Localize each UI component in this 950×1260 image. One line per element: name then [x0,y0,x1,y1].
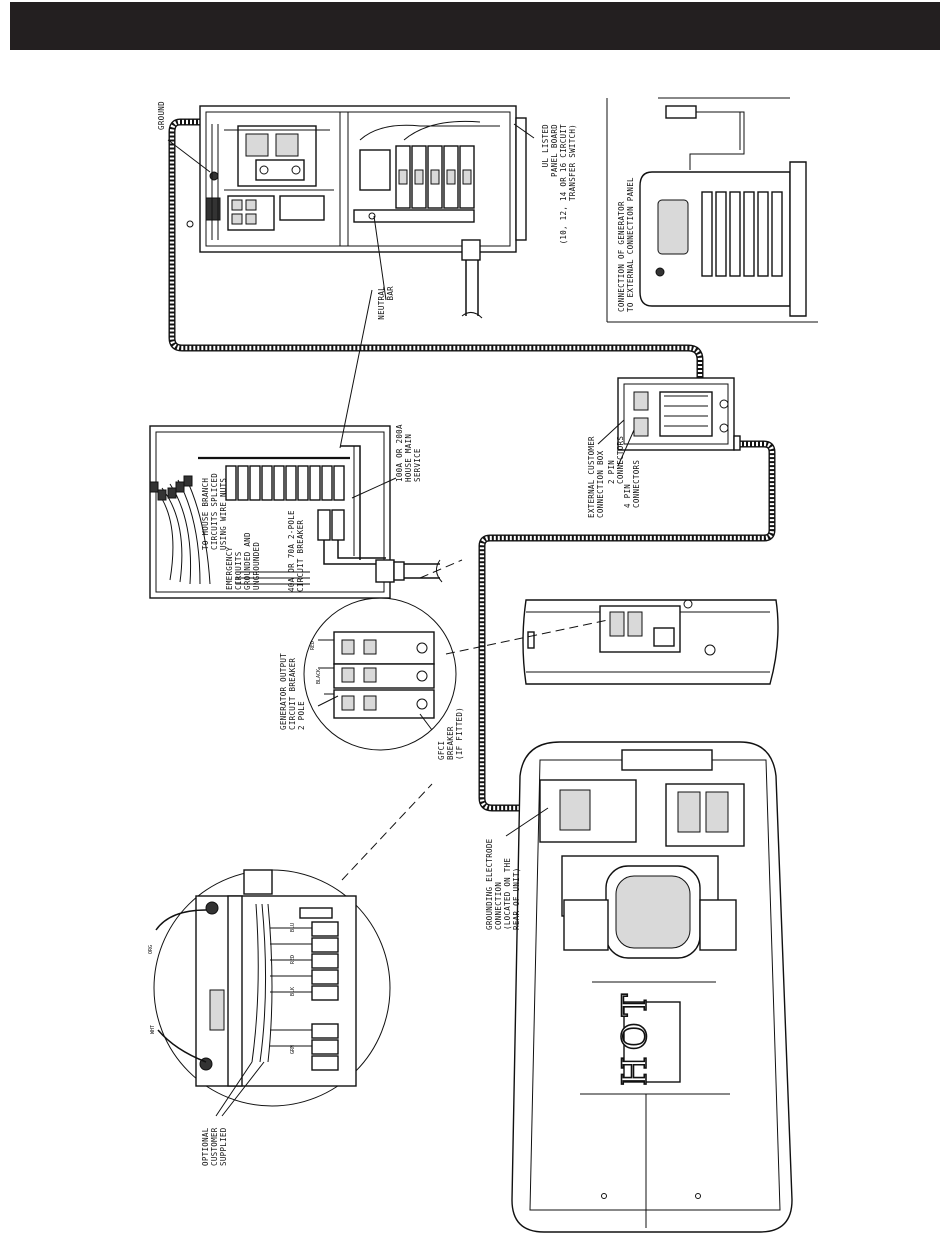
svg-text:2 POLE: 2 POLE [297,701,306,730]
breaker-detail [303,597,457,751]
optional-label: OPTIONAL CUSTOMER SUPPLIED [201,1127,228,1166]
svg-text:(10, 12, 14 OR 16 CIRCUIT: (10, 12, 14 OR 16 CIRCUIT [559,124,568,245]
svg-text:GRN: GRN [290,1045,296,1054]
ground-label: GROUND [157,101,166,130]
svg-text:UL LISTED: UL LISTED [541,124,550,168]
svg-text:TRANSFER SWITCH): TRANSFER SWITCH) [568,124,577,201]
svg-text:EMERGENCY: EMERGENCY [225,546,234,590]
svg-text:CIRCUIT BREAKER: CIRCUIT BREAKER [288,658,297,730]
svg-text:GROUNDED AND: GROUNDED AND [243,532,252,590]
svg-text:REAR OF UNIT): REAR OF UNIT) [512,867,521,930]
leader-terminal [341,783,433,881]
svg-text:BLACK: BLACK [316,669,322,684]
svg-text:GENERATOR OUTPUT: GENERATOR OUTPUT [279,653,288,730]
svg-text:(IF FITTED): (IF FITTED) [455,707,464,760]
svg-text:CUSTOMER: CUSTOMER [210,1127,219,1166]
svg-text:CONNECTION BOX: CONNECTION BOX [596,450,605,518]
svg-text:CIRCUITS SPLICED: CIRCUITS SPLICED [210,473,219,550]
callout-lines [167,123,635,1117]
house-main-service-panel [149,425,443,599]
header-bar [10,2,940,50]
svg-text:ORG: ORG [148,945,154,954]
main-breakers [225,465,345,501]
gen-output-label: GENERATOR OUTPUT CIRCUIT BREAKER 2 POLE [279,653,306,730]
hot-label: HOT [615,988,655,1086]
svg-text:TO EXTERNAL CONNECTION PANEL: TO EXTERNAL CONNECTION PANEL [626,177,635,312]
svg-text:USING WIRE NUTS: USING WIRE NUTS [219,478,228,550]
svg-text:PANEL BOARD: PANEL BOARD [550,124,559,177]
panel-breakers [395,145,475,209]
svg-text:OPTIONAL: OPTIONAL [201,1127,210,1166]
svg-text:BREAKER: BREAKER [446,726,455,760]
svg-text:SERVICE: SERVICE [413,448,422,482]
transfer-switch-panel [186,105,527,319]
svg-text:GROUNDING ELECTRODE: GROUNDING ELECTRODE [485,838,494,930]
generator-side-view [522,599,779,685]
customer-connection-box [617,377,741,451]
four-pin-label: 4 PIN CONNECTORS [623,460,641,508]
emergency-label: EMERGENCY CIRCUITS GROUNDED AND UNGROUND… [225,532,261,590]
panel-vents [701,191,783,277]
svg-text:2 PIN: 2 PIN [607,460,616,484]
conduit-runs [168,118,776,812]
svg-text:CONNECTION: CONNECTION [494,882,503,930]
svg-text:4 PIN: 4 PIN [623,484,632,508]
svg-text:BLK: BLK [290,987,296,996]
grounding-electrode-label: GROUNDING ELECTRODE CONNECTION (LOCATED … [485,838,521,930]
terminal-detail [153,869,391,1107]
house-branch-label: TO HOUSE BRANCH CIRCUITS SPLICED USING W… [201,473,228,550]
svg-text:(LOCATED ON THE: (LOCATED ON THE [503,858,512,930]
svg-text:100A OR 200A: 100A OR 200A [395,424,404,482]
svg-text:40A OR 70A 2-POLE: 40A OR 70A 2-POLE [287,510,296,592]
svg-text:CONNECTORS: CONNECTORS [616,436,625,484]
panel-board-label: UL LISTED PANEL BOARD (10, 12, 14 OR 16 … [541,124,577,245]
labels: GROUND UL LISTED PANEL BOARD (10, 12, 14… [148,101,641,1166]
leader-house [419,559,463,579]
svg-text:TO HOUSE BRANCH: TO HOUSE BRANCH [201,478,210,550]
circuit-breaker-label: 40A OR 70A 2-POLE CIRCUIT BREAKER [287,510,305,592]
svg-text:GFCI: GFCI [437,741,446,760]
svg-text:WHT: WHT [150,1025,156,1034]
black-wire-label: BLACK [316,669,322,684]
svg-text:NEUTRAL: NEUTRAL [377,286,386,320]
neutral-bar-label: NEUTRAL BAR [377,286,395,320]
svg-text:CIRCUITS: CIRCUITS [234,551,243,590]
svg-text:CIRCUIT BREAKER: CIRCUIT BREAKER [296,520,305,592]
svg-text:SUPPLIED: SUPPLIED [219,1127,228,1166]
svg-text:CONNECTORS: CONNECTORS [632,460,641,508]
generator-top-view: HOT [511,741,793,1233]
terminal-wire-labels: ORG BLU RED BLK WHT GRN [148,923,296,1054]
external-connection-panel [606,97,818,323]
svg-text:HOUSE MAIN: HOUSE MAIN [404,434,413,482]
terminal-blocks [311,921,339,1071]
svg-text:RED: RED [310,641,316,650]
svg-text:GROUND: GROUND [157,101,166,130]
svg-text:CONNECTION OF GENERATOR: CONNECTION OF GENERATOR [617,201,626,312]
svg-text:BLU: BLU [290,923,296,932]
main-service-label: 100A OR 200A HOUSE MAIN SERVICE [395,424,422,482]
external-panel-label: CONNECTION OF GENERATOR TO EXTERNAL CONN… [617,177,635,312]
svg-text:RED: RED [290,955,296,964]
svg-text:EXTERNAL CUSTOMER: EXTERNAL CUSTOMER [587,436,596,518]
two-pin-label: 2 PIN CONNECTORS [607,436,625,484]
red-wire-label: RED [310,641,316,650]
customer-box-label: EXTERNAL CUSTOMER CONNECTION BOX [587,436,605,518]
svg-text:UNGROUNDED: UNGROUNDED [252,542,261,590]
gfci-label: GFCI BREAKER (IF FITTED) [437,707,464,760]
svg-text:BAR: BAR [386,286,395,301]
